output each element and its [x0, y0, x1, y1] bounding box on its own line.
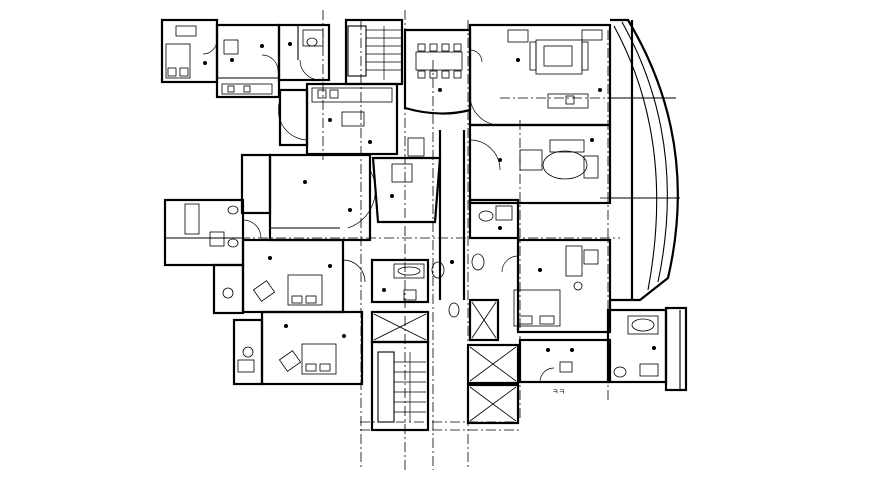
kitchen: [277, 82, 399, 156]
service-area-southeast: [518, 306, 688, 392]
top-stair-shaft: [344, 18, 404, 86]
living-room: [468, 23, 612, 127]
service-room: [215, 23, 281, 99]
top-bathroom: [277, 23, 331, 82]
main-stairwell: [370, 310, 430, 432]
ensuite-bathroom-right: [468, 198, 520, 240]
study-room: [371, 137, 442, 224]
left-bathroom: [163, 198, 262, 267]
center-bathroom: [370, 258, 445, 304]
elevator-shafts: [466, 298, 520, 425]
top-left-bedroom: [160, 18, 219, 84]
center-bedroom: [240, 153, 376, 242]
corridor: [438, 130, 466, 318]
corridor-mark-label: ㅋㅋ: [552, 388, 565, 396]
master-bedroom: [471, 238, 612, 334]
bedroom-west: [212, 238, 366, 315]
lounge-room: [468, 123, 612, 205]
curved-facade: [610, 18, 680, 302]
bedroom-southwest: [232, 310, 364, 386]
